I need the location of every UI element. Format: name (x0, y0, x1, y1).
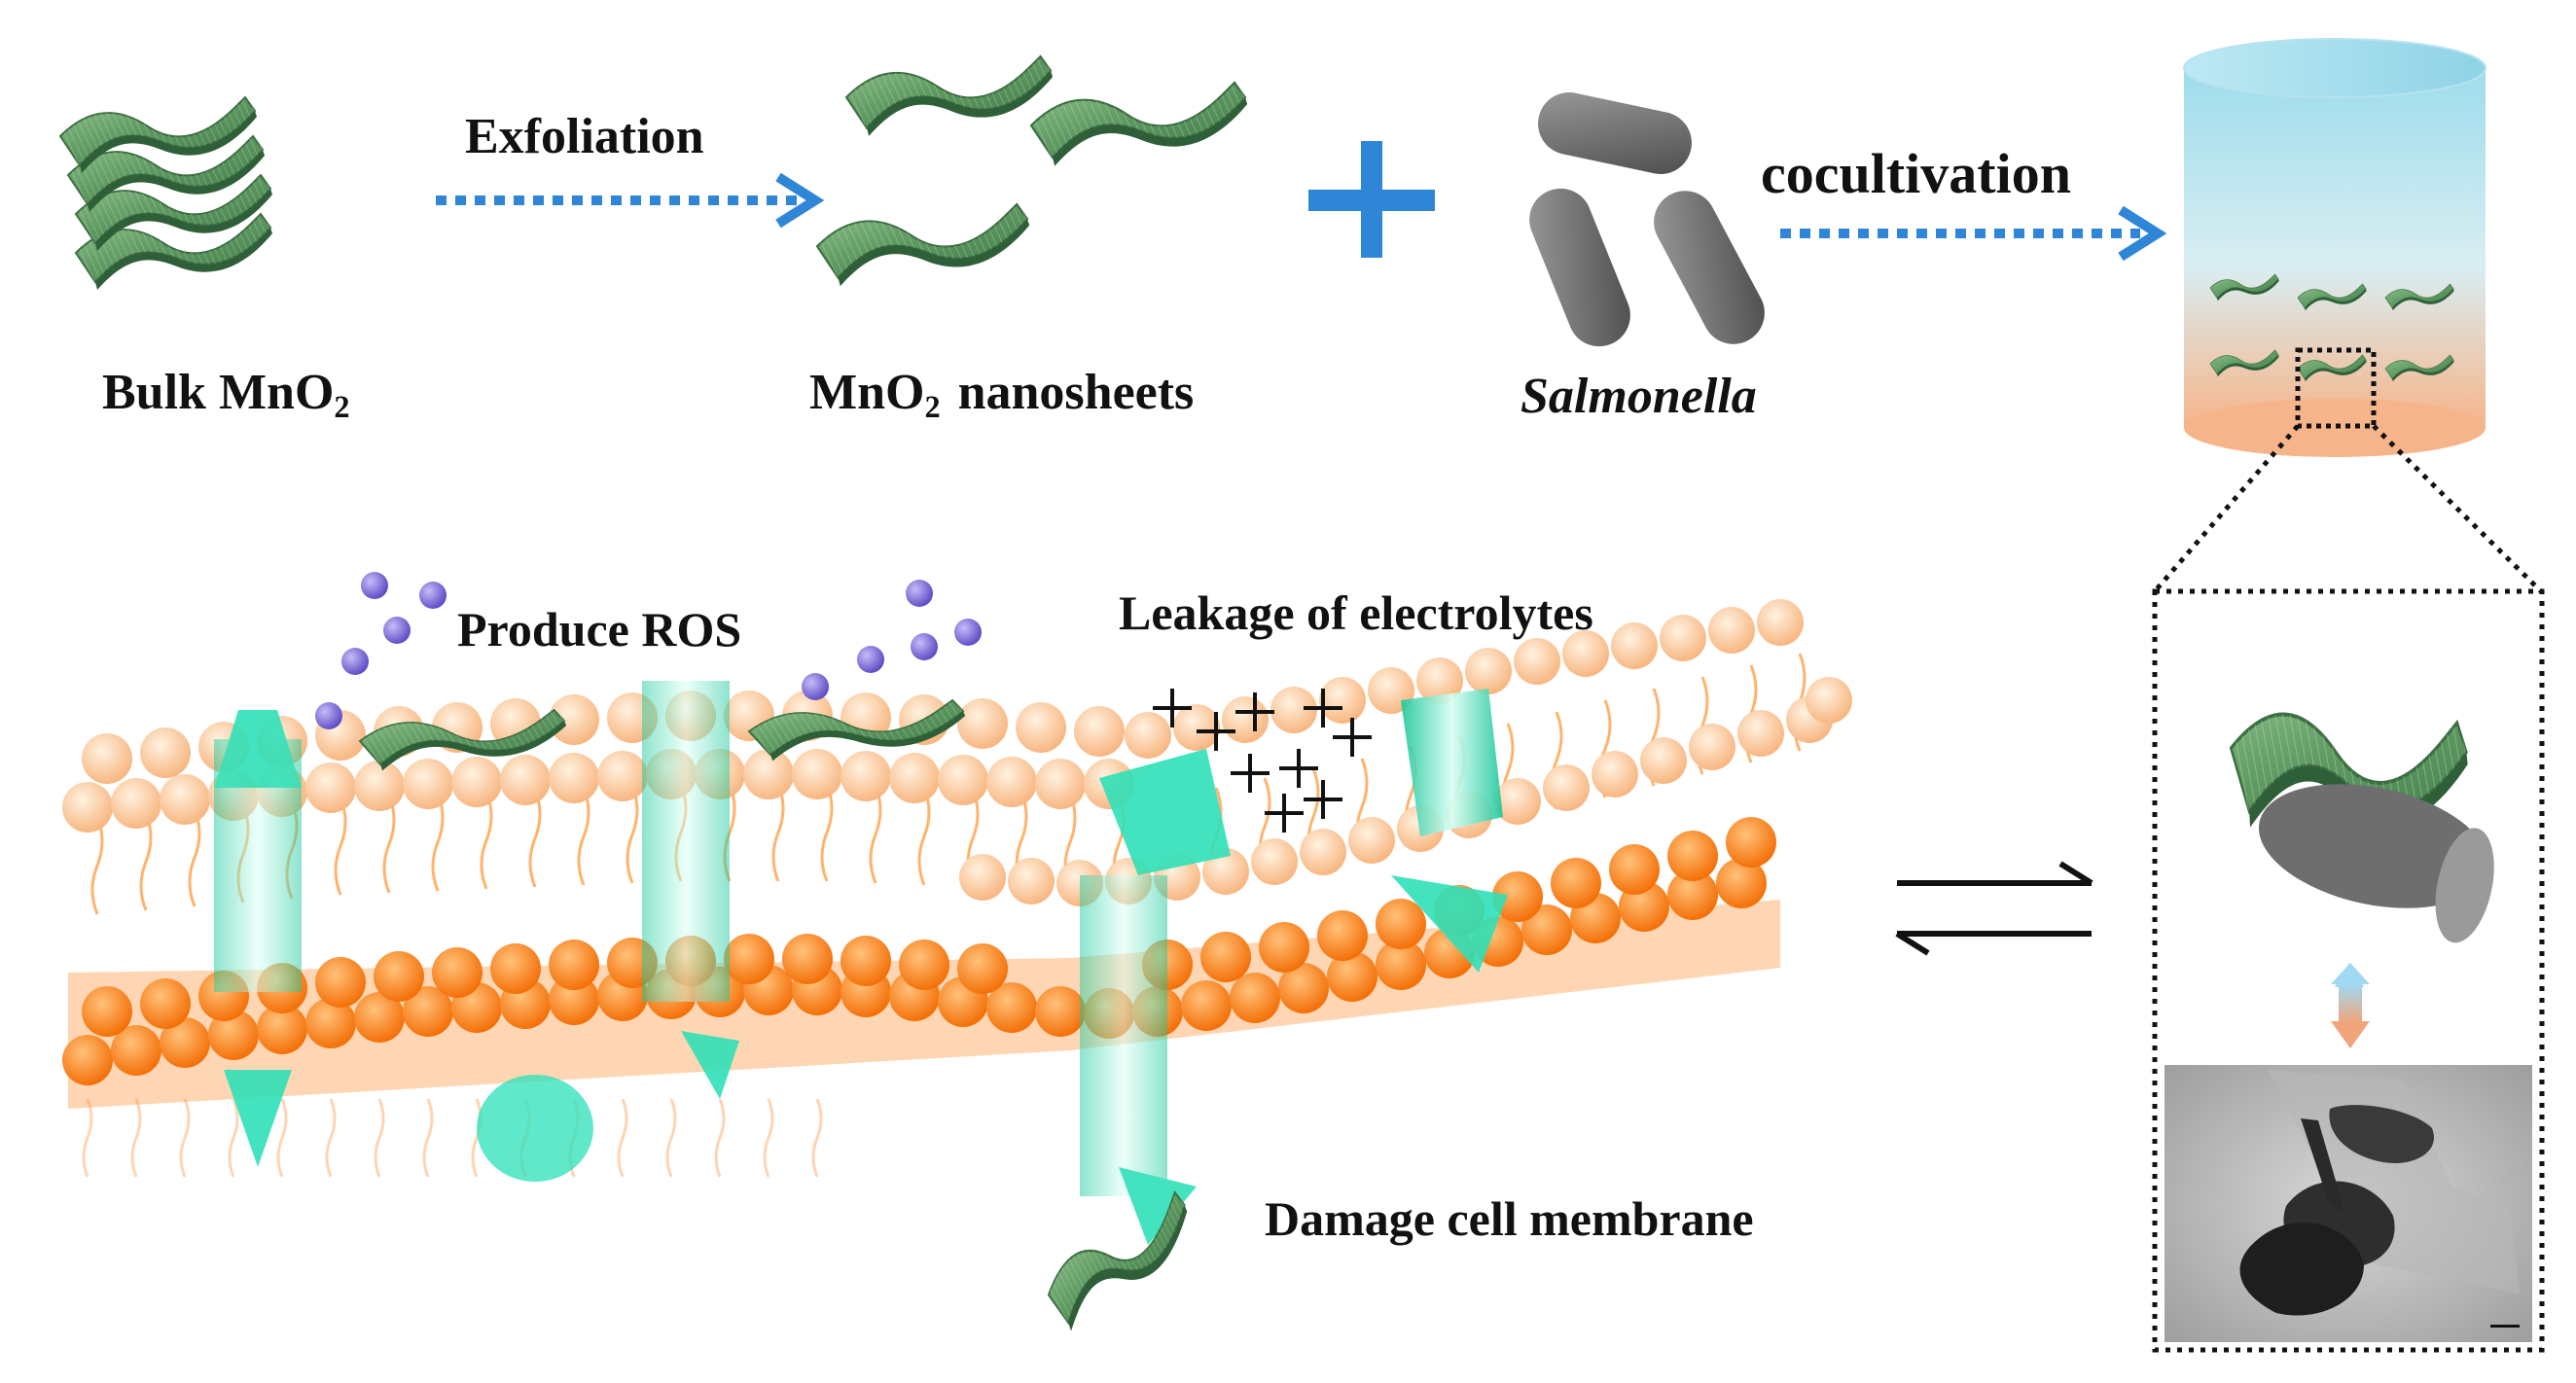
label-damage-cell-membrane: Damage cell membrane (1265, 1191, 1754, 1246)
label-bulk-mno2: Bulk MnO2 (102, 365, 350, 425)
zoom-selection-box (2295, 347, 2377, 429)
label-nanosheets-prefix: MnO (809, 365, 925, 420)
label-mno2-nanosheets: MnO2 nanosheets (809, 365, 1195, 425)
label-nanosheets-subscript: 2 (924, 389, 941, 425)
cell-membrane-illustration (62, 572, 1852, 1339)
plus-icon (1308, 141, 1435, 258)
ion-plus-icon (1153, 689, 1372, 833)
label-leakage-electrolytes: Leakage of electrolytes (1119, 585, 1593, 640)
label-cocultivation: cocultivation (1761, 142, 2071, 205)
salmonella-bacteria-icon (1529, 92, 1765, 347)
tem-micrograph-icon (2165, 1065, 2532, 1342)
label-produce-ros: Produce ROS (457, 602, 742, 656)
zoom-panel (2152, 588, 2545, 1353)
label-bulk-text: Bulk MnO (102, 365, 335, 420)
membrane-channel-proteins (214, 681, 1508, 1245)
equilibrium-arrows-icon (1895, 861, 2093, 956)
bidirectional-arrow-icon (2331, 963, 2370, 1048)
culture-cylinder-icon (2183, 38, 2487, 457)
label-exfoliation: Exfoliation (465, 109, 704, 164)
bulk-mno2-stack-icon (59, 96, 273, 291)
label-salmonella: Salmonella (1521, 369, 1757, 424)
zoom-guide-lines (2153, 424, 2543, 593)
exfoliation-arrow-icon (436, 172, 825, 229)
label-nanosheets-word: nanosheets (957, 365, 1195, 420)
ros-particle-icon (315, 572, 982, 729)
nanosheet-group-icon (815, 54, 1249, 288)
cocultivation-arrow-icon (1780, 205, 2167, 262)
label-bulk-subscript: 2 (334, 389, 350, 425)
